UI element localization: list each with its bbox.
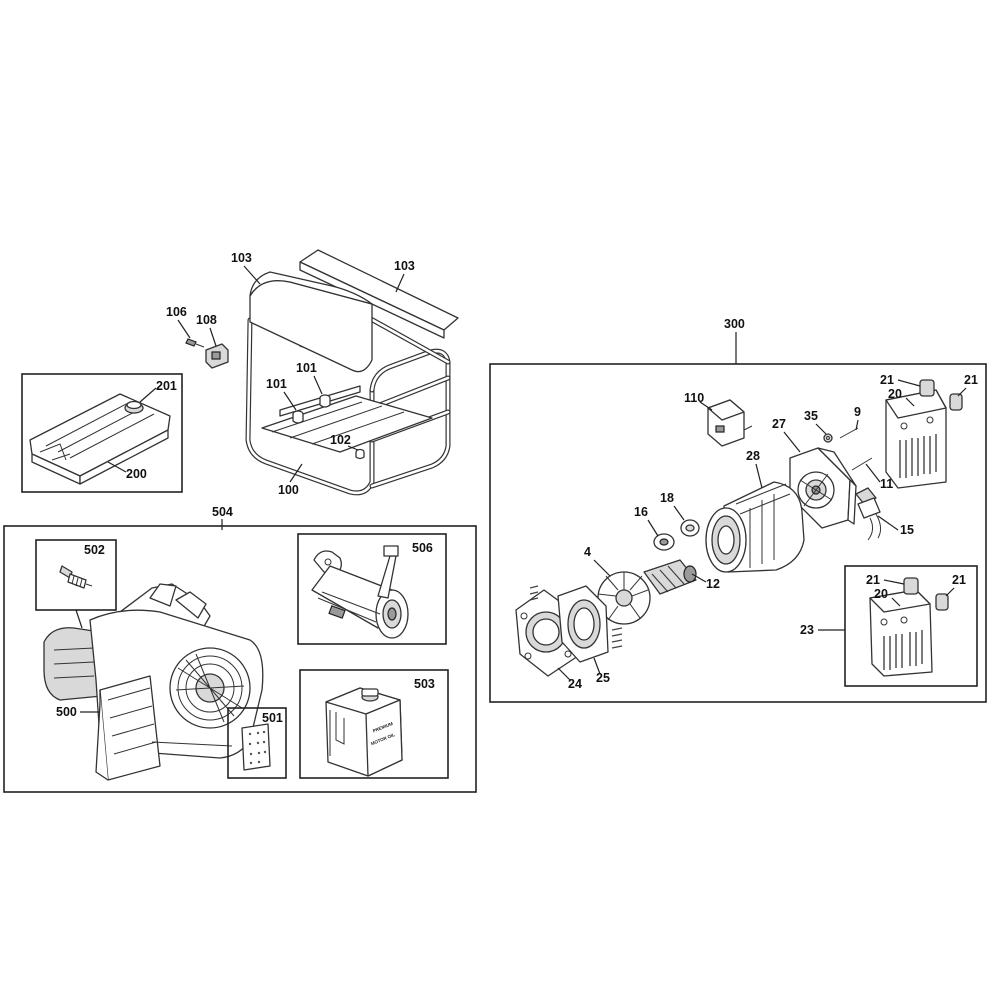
callout-503: 503 — [414, 677, 435, 691]
muffler[interactable] — [311, 545, 409, 639]
callout-501: 501 — [262, 711, 283, 725]
callout-106: 106 — [166, 305, 187, 319]
air-filter-element[interactable] — [241, 723, 271, 771]
air-filter-box — [227, 707, 287, 779]
bracket-108[interactable] — [205, 343, 229, 369]
callout-11: 11 — [880, 477, 893, 491]
callout-35: 35 — [804, 409, 818, 423]
callout-9: 9 — [854, 405, 861, 419]
knob-21a[interactable] — [919, 379, 935, 397]
bolt-35[interactable] — [823, 433, 833, 443]
stator-28[interactable] — [705, 481, 805, 573]
engine-500[interactable] — [43, 583, 264, 781]
control-panel-bottom[interactable] — [869, 589, 933, 677]
callout-201: 201 — [156, 379, 177, 393]
avr-110[interactable] — [707, 399, 753, 447]
fuel-tank[interactable] — [29, 393, 171, 485]
muffler-box — [297, 533, 447, 645]
callout-12: 12 — [706, 577, 720, 591]
callout-20-top: 20 — [888, 387, 902, 401]
callout-28: 28 — [746, 449, 760, 463]
mount-nut-102[interactable] — [355, 448, 365, 460]
rotor-12[interactable] — [643, 559, 697, 595]
alternator-assembly-box — [489, 363, 987, 703]
fuel-tank-box — [21, 373, 183, 493]
end-housing-27[interactable] — [789, 447, 857, 529]
callout-23: 23 — [800, 623, 814, 637]
spark-plug[interactable] — [59, 565, 93, 589]
rubber-foot-a[interactable] — [292, 410, 304, 424]
fan-cover-25[interactable] — [557, 585, 623, 663]
callout-101-left: 101 — [266, 377, 287, 391]
callout-506: 506 — [412, 541, 433, 555]
callout-4: 4 — [584, 545, 591, 559]
callout-300: 300 — [724, 317, 745, 331]
callout-16: 16 — [634, 505, 648, 519]
frame-assembly — [185, 249, 459, 496]
callout-200: 200 — [126, 467, 147, 481]
rod-9[interactable] — [839, 427, 859, 439]
callout-21-top-right: 21 — [964, 373, 978, 387]
oil-container-box — [299, 669, 449, 779]
knob-21b[interactable] — [949, 393, 963, 411]
callout-110: 110 — [684, 391, 704, 405]
callout-18: 18 — [660, 491, 674, 505]
callout-24: 24 — [568, 677, 582, 691]
callout-500: 500 — [56, 705, 77, 719]
screw-106[interactable] — [185, 338, 205, 348]
callout-15: 15 — [900, 523, 914, 537]
callout-27: 27 — [772, 417, 786, 431]
callout-102: 102 — [330, 433, 351, 447]
motor-oil-container[interactable]: PREMIUM MOTOR OIL — [325, 687, 403, 777]
knob-21d[interactable] — [935, 593, 949, 611]
bearing-18[interactable] — [680, 519, 700, 537]
fan-4[interactable] — [597, 571, 651, 625]
callout-108: 108 — [196, 313, 217, 327]
rubber-foot-b[interactable] — [319, 394, 331, 408]
callout-20-bottom: 20 — [874, 587, 888, 601]
callout-103-right: 103 — [394, 259, 415, 273]
control-panel-box — [844, 565, 978, 687]
engine-assembly-box — [3, 525, 477, 793]
callout-101-right: 101 — [296, 361, 317, 375]
callout-502: 502 — [84, 543, 105, 557]
control-panel-top[interactable] — [885, 389, 947, 489]
connector-15[interactable] — [855, 487, 882, 541]
callout-103-left: 103 — [231, 251, 252, 265]
knob-21c[interactable] — [903, 577, 919, 595]
callout-100: 100 — [278, 483, 299, 497]
callout-21-bottom-left: 21 — [866, 573, 880, 587]
callout-21-top-left: 21 — [880, 373, 894, 387]
bolt-11[interactable] — [851, 457, 873, 471]
fuel-cap-201[interactable] — [124, 400, 144, 414]
callout-25: 25 — [596, 671, 610, 685]
callout-504: 504 — [212, 505, 233, 519]
callout-21-bottom-right: 21 — [952, 573, 966, 587]
bearing-16[interactable] — [653, 533, 675, 551]
